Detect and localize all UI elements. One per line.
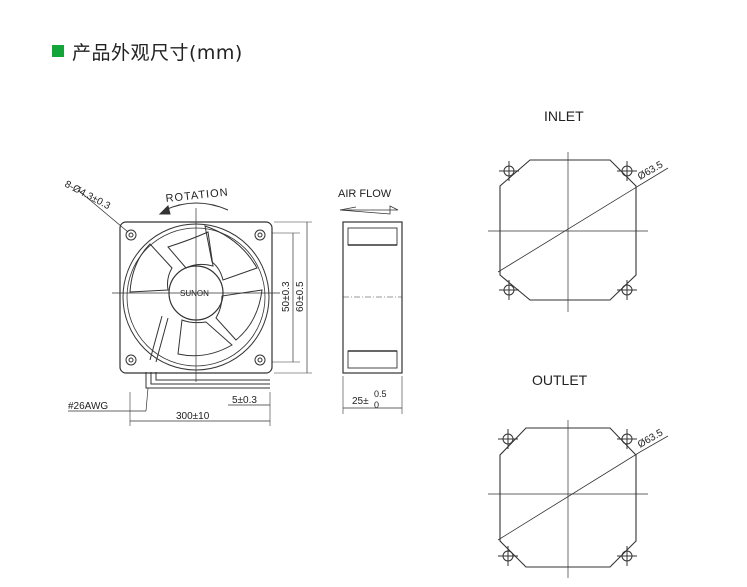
- outer-dimension-label: 60±0.5: [295, 281, 306, 312]
- fan-blades: [129, 225, 263, 357]
- wire-gauge-label: #26AWG: [68, 401, 108, 412]
- brand-label: SUNON: [180, 289, 209, 298]
- front-view: [68, 189, 312, 426]
- side-view: [339, 205, 403, 414]
- airflow-label: AIR FLOW: [338, 188, 392, 200]
- thickness-base-label: 25±: [352, 396, 369, 407]
- section-header: 产品外观尺寸(mm): [52, 38, 243, 64]
- inlet-diameter-label: Ø63.5: [636, 159, 665, 182]
- thickness-lower-tolerance: 0: [374, 400, 379, 410]
- section-title: 产品外观尺寸(mm): [72, 41, 243, 64]
- green-square-icon: [52, 45, 64, 57]
- strip-length-label: 5±0.3: [232, 395, 257, 406]
- rotation-label: ROTATION: [165, 186, 229, 205]
- outlet-title: OUTLET: [532, 372, 588, 388]
- inlet-view: [488, 152, 669, 312]
- outlet-diameter-label: Ø63.5: [636, 427, 665, 450]
- outlet-view: [488, 420, 669, 578]
- thickness-upper-tolerance: 0.5: [374, 389, 387, 399]
- inner-dimension-label: 50±0.3: [281, 281, 292, 312]
- inlet-title: INLET: [544, 108, 584, 124]
- wire-length-label: 300±10: [176, 411, 210, 422]
- hole-spec-label: 8-Ø4.3±0.3: [63, 179, 113, 212]
- mounting-holes: [125, 229, 266, 366]
